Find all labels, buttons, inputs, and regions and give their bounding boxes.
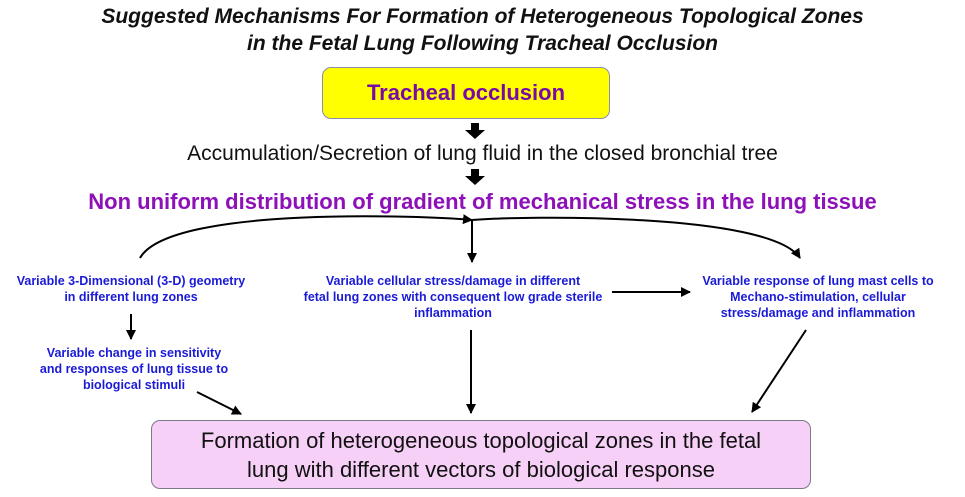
mast-cells-line-3: stress/damage and inflammation (720, 306, 916, 320)
formation-box: Formation of heterogeneous topological z… (151, 420, 811, 489)
cellular-stress-line-1: Variable cellular stress/damage in diffe… (325, 274, 581, 288)
sensitivity-line-2: and responses of lung tissue to (39, 362, 229, 376)
cellular-stress-line-3: inflammation (414, 306, 492, 320)
formation-line-2: lung with different vectors of biologica… (247, 456, 715, 482)
non-uniform-stress-heading: Non uniform distribution of gradient of … (88, 189, 877, 214)
diagram-title-line-2: in the Fetal Lung Following Tracheal Occ… (247, 32, 718, 55)
mast-cells-line-1: Variable response of lung mast cells to (702, 274, 934, 288)
accumulation-text: Accumulation/Secretion of lung fluid in … (187, 142, 778, 165)
diagram-title-line-1: Suggested Mechanisms For Formation of He… (101, 5, 864, 28)
geometry-line-1: Variable 3-Dimensional (3-D) geometry (16, 274, 246, 288)
sensitivity-line-3: biological stimuli (82, 378, 186, 392)
arrow-sensitivity-to-formation (196, 391, 242, 415)
mast-cells-line-2: Mechano-stimulation, cellular (730, 290, 906, 304)
tracheal-occlusion-label: Tracheal occlusion (366, 80, 566, 105)
mast-cells-node: Variable response of lung mast cells to … (690, 273, 946, 321)
formation-line-1: Formation of heterogeneous topological z… (200, 427, 762, 453)
geometry-line-2: in different lung zones (64, 290, 198, 304)
arrow-mast-to-formation (751, 329, 807, 413)
cellular-stress-line-2: fetal lung zones with consequent low gra… (303, 290, 603, 304)
cellular-stress-node: Variable cellular stress/damage in diffe… (294, 273, 612, 321)
geometry-node: Variable 3-Dimensional (3-D) geometry in… (0, 273, 262, 305)
tracheal-occlusion-box: Tracheal occlusion (322, 67, 610, 119)
sensitivity-node: Variable change in sensitivity and respo… (20, 345, 248, 393)
sensitivity-line-1: Variable change in sensitivity (46, 346, 222, 360)
curve-to-geometry (139, 214, 473, 259)
block-arrow-2 (465, 169, 485, 185)
curve-to-mast-cells (471, 216, 801, 259)
block-arrow-1 (465, 123, 485, 139)
